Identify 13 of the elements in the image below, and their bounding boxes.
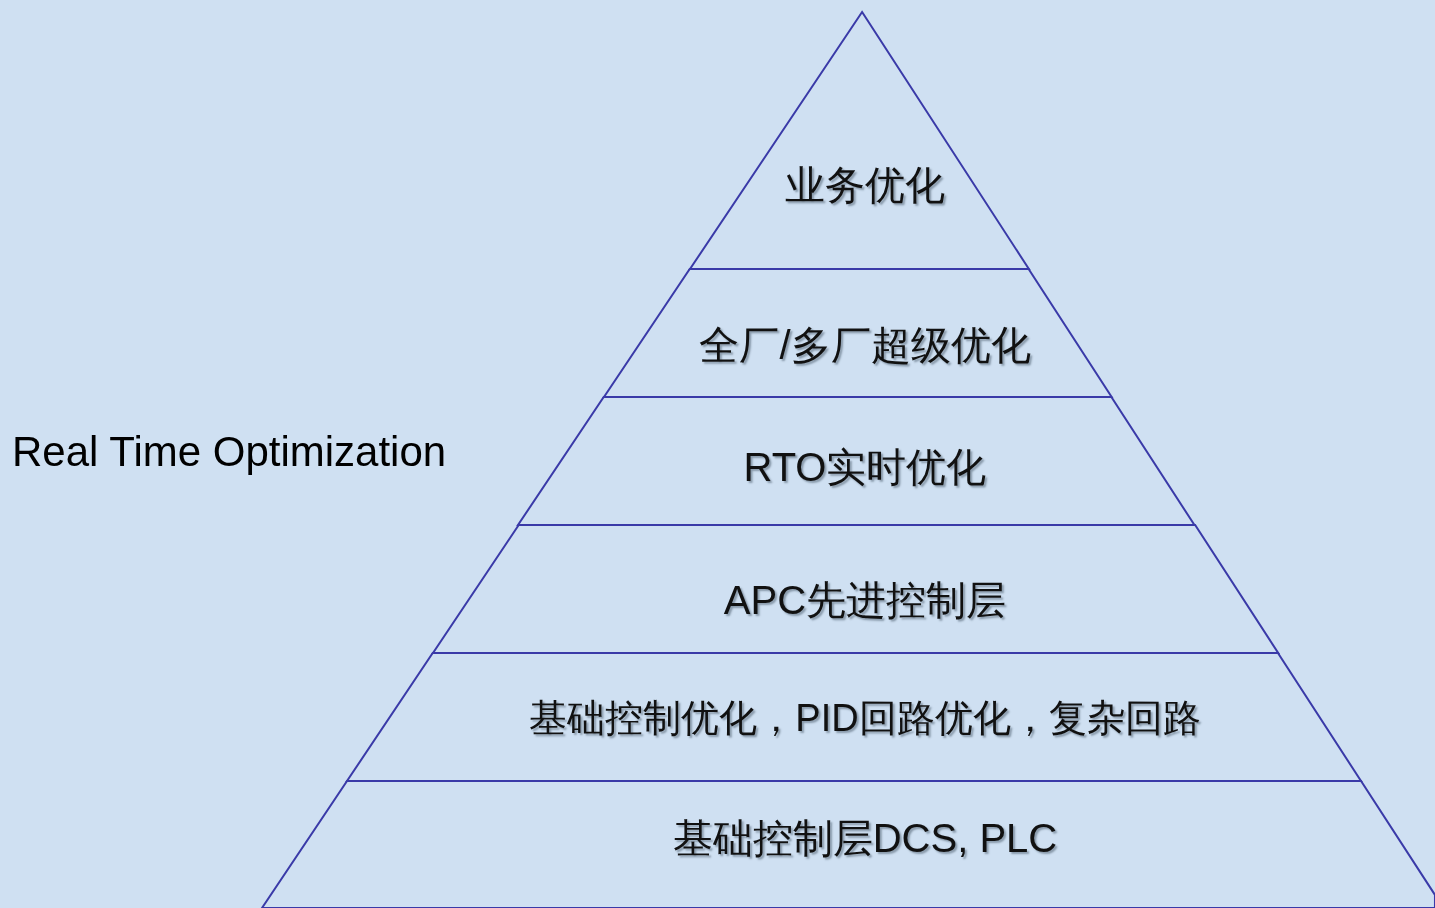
tier-label: 基础控制层DCS, PLC [672, 814, 1058, 862]
pyramid-tier [347, 653, 1362, 781]
tier-label: 业务优化 [785, 161, 945, 209]
pyramid-tier [604, 269, 1112, 397]
pyramid-tier [518, 397, 1195, 525]
tier-label: 全厂/多厂超级优化 [699, 321, 1031, 369]
pyramid-tier [689, 12, 1029, 269]
pyramid-tier [432, 525, 1278, 653]
tier-label: 基础控制优化，PID回路优化，复杂回路 [529, 695, 1201, 741]
side-label: Real Time Optimization [12, 428, 447, 476]
tier-label: APC先进控制层 [723, 576, 1007, 624]
tier-label: RTO实时优化 [743, 443, 987, 491]
pyramid-tier [262, 781, 1435, 908]
